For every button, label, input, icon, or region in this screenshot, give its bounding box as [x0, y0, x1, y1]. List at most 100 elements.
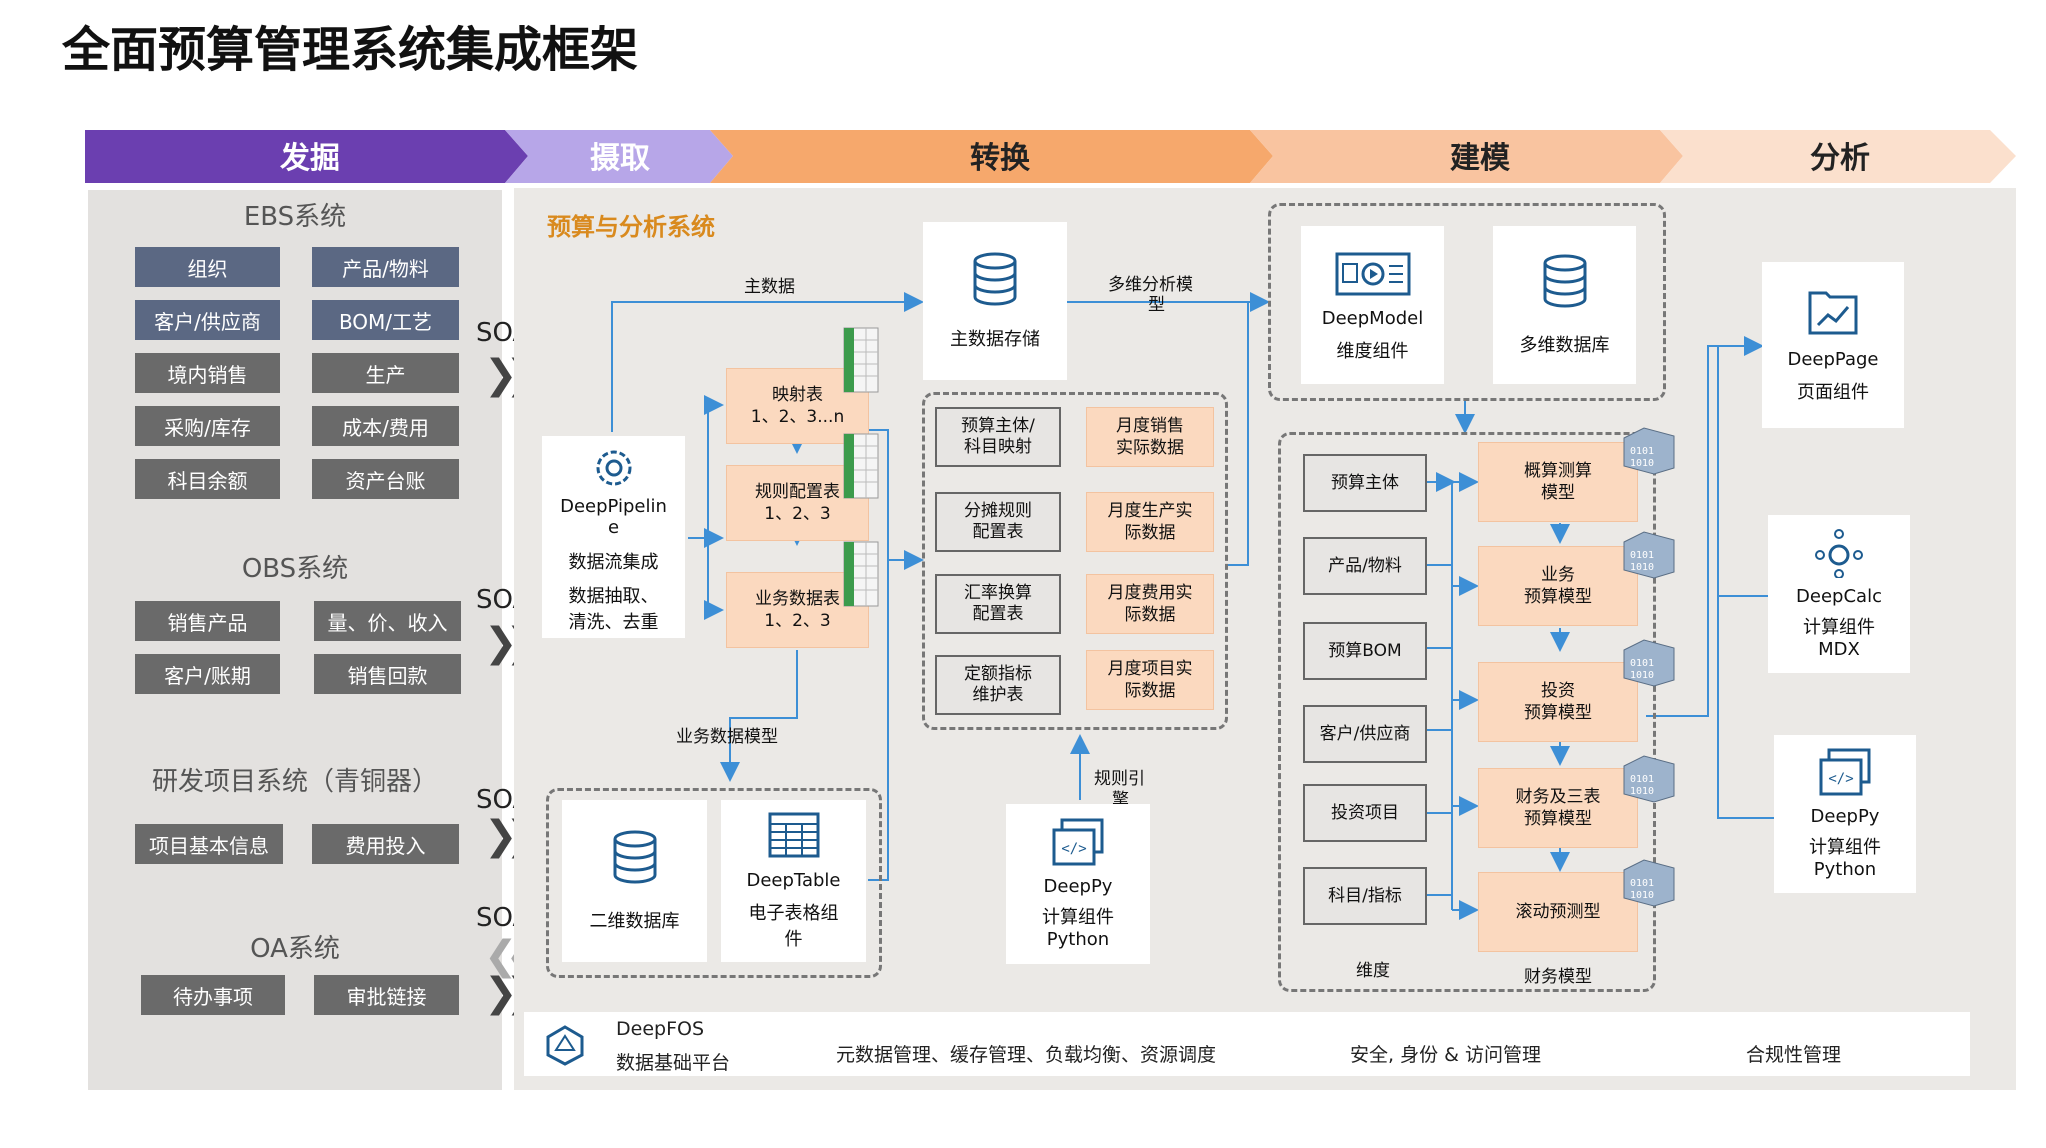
data-cube-icon: 0101 1010 — [1623, 427, 1675, 475]
pipeline-name-1: DeepPipelin — [560, 496, 667, 517]
twodim-db-label: 二维数据库 — [589, 911, 680, 932]
page-title: 全面预算管理系统集成框架 — [62, 22, 639, 78]
deeptable-desc-1: 电子表格组 — [748, 902, 839, 924]
config-budget-entity-mapping: 预算主体/ 科目映射 — [935, 407, 1061, 467]
dim-budget-bom: 预算BOM — [1303, 622, 1427, 680]
ebs-item-assets: 资产台账 — [312, 459, 459, 499]
svg-text:1010: 1010 — [1630, 786, 1654, 797]
footer-feature-1: 元数据管理、缓存管理、负载均衡、资源调度 — [836, 1044, 1217, 1066]
deeptable-name: DeepTable — [746, 869, 841, 891]
deeppipeline-card: DeepPipelin e 数据流集成 数据抽取、 清洗、去重 — [542, 436, 685, 638]
dim-investment-project: 投资项目 — [1303, 784, 1427, 842]
label-financial-model: 财务模型 — [1524, 967, 1592, 987]
footer-platform-name: DeepFOS — [616, 1018, 705, 1040]
label-multidim-2: 型 — [1148, 295, 1165, 315]
model-investment-budget: 投资 预算模型 — [1478, 662, 1638, 742]
code-window-icon: </> — [1819, 748, 1871, 796]
deepfos-logo-icon — [546, 1025, 584, 1066]
deeppy-mid-card: </> DeepPy 计算组件 Python — [1006, 804, 1150, 964]
svg-text:0101: 0101 — [1630, 774, 1654, 785]
config-allocation-rules: 分摊规则 配置表 — [935, 492, 1061, 552]
ebs-title: EBS系统 — [243, 202, 347, 232]
rd-item-expense: 费用投入 — [312, 824, 459, 864]
deeppy-right-name: DeepPy — [1810, 806, 1880, 827]
dimension-model-group — [1278, 432, 1656, 992]
actual-monthly-production: 月度生产实 际数据 — [1086, 492, 1214, 552]
deeptable-desc-2: 件 — [784, 928, 803, 950]
svg-text:0101: 0101 — [1630, 446, 1654, 457]
deepmodel-name: DeepModel — [1321, 307, 1424, 329]
budget-system-title: 预算与分析系统 — [547, 213, 715, 241]
master-data-store-card: 主数据存储 — [923, 222, 1067, 380]
ebs-item-production: 生产 — [312, 353, 459, 393]
label-business-model: 业务数据模型 — [676, 727, 778, 747]
business-data-index: 1、2、3 — [764, 611, 831, 631]
stage-label-analyze: 分析 — [1810, 141, 1870, 176]
network-node-icon — [1815, 529, 1863, 578]
actual-monthly-expense: 月度费用实 际数据 — [1086, 574, 1214, 634]
model-components-group — [1268, 203, 1666, 401]
config-quota-indicators: 定额指标 维护表 — [935, 655, 1061, 715]
dim-product: 产品/物料 — [1303, 537, 1427, 595]
svg-text:0101: 0101 — [1630, 658, 1654, 669]
pipeline-desc-2: 数据抽取、 — [568, 586, 659, 607]
svg-text:1010: 1010 — [1630, 562, 1654, 573]
mapping-table-index: 1、2、3...n — [750, 407, 845, 427]
model-financial-budget: 财务及三表 预算模型 — [1478, 768, 1638, 848]
deepmodel-desc: 维度组件 — [1336, 340, 1409, 362]
pipeline-desc-3: 清洗、去重 — [568, 612, 659, 633]
footer-feature-2: 安全, 身份 & 访问管理 — [1350, 1044, 1541, 1066]
obs-item-customer-term: 客户/账期 — [135, 654, 280, 694]
obs-item-receivable: 销售回款 — [314, 654, 461, 694]
label-dimension: 维度 — [1356, 961, 1390, 981]
label-master-data: 主数据 — [744, 277, 795, 297]
twodim-db-card: 二维数据库 — [562, 800, 707, 962]
deeppage-name: DeepPage — [1787, 348, 1879, 370]
deeppy-mid-name: DeepPy — [1043, 876, 1113, 897]
rule-config-index: 1、2、3 — [764, 504, 831, 524]
platform-footer: DeepFOS 数据基础平台 元数据管理、缓存管理、负载均衡、资源调度 安全, … — [524, 1012, 1970, 1076]
rd-title: 研发项目系统（青铜器） — [151, 767, 438, 797]
deeppy-right-card: </> DeepPy 计算组件 Python — [1774, 735, 1916, 893]
deeppy-right-desc-1: 计算组件 — [1809, 837, 1881, 858]
pipeline-name-2: e — [607, 517, 620, 538]
svg-text:</>: </> — [1061, 841, 1086, 857]
svg-text:0101: 0101 — [1630, 550, 1654, 561]
ebs-item-customer: 客户/供应商 — [135, 300, 280, 340]
stage-label-transform: 转换 — [970, 141, 1030, 176]
ebs-item-cost: 成本/费用 — [312, 406, 459, 446]
obs-title: OBS系统 — [241, 554, 349, 584]
database-icon — [973, 252, 1017, 306]
dim-customer: 客户/供应商 — [1303, 705, 1427, 763]
pipeline-gear-icon — [596, 450, 631, 486]
spreadsheet-icon — [843, 541, 879, 607]
deepcalc-name: DeepCalc — [1796, 586, 1882, 607]
spreadsheet-icon — [843, 433, 879, 499]
deeppy-mid-desc-2: Python — [1046, 929, 1110, 950]
pipeline-desc: 数据流集成 — [568, 552, 659, 573]
ebs-item-org: 组织 — [135, 247, 280, 287]
data-cube-icon: 0101 1010 — [1623, 755, 1675, 803]
obs-item-sales-product: 销售产品 — [135, 601, 280, 641]
storage-group — [546, 788, 882, 978]
data-cube-icon: 0101 1010 — [1623, 639, 1675, 687]
multidim-db-card: 多维数据库 — [1493, 226, 1636, 384]
svg-text:0101: 0101 — [1630, 878, 1654, 889]
ebs-item-domestic-sales: 境内销售 — [135, 353, 280, 393]
footer-platform-desc: 数据基础平台 — [616, 1052, 731, 1074]
code-window-icon: </> — [1052, 818, 1104, 866]
config-fx-conversion: 汇率换算 配置表 — [935, 574, 1061, 634]
business-data-table: 业务数据表 1、2、3 — [726, 572, 869, 648]
ebs-item-purchase: 采购/库存 — [135, 406, 280, 446]
multidim-db-label: 多维数据库 — [1519, 335, 1610, 356]
deeppy-right-desc-2: Python — [1813, 859, 1877, 880]
rule-config-title: 规则配置表 — [755, 482, 840, 502]
svg-text:</>: </> — [1828, 771, 1853, 787]
business-data-title: 业务数据表 — [755, 589, 840, 609]
master-data-store-label: 主数据存储 — [950, 329, 1040, 350]
model-rolling-forecast: 滚动预测型 — [1478, 872, 1638, 952]
label-multidim-1: 多维分析模 — [1108, 275, 1193, 295]
media-folder-icon — [1335, 252, 1410, 295]
model-business-budget: 业务 预算模型 — [1478, 546, 1638, 626]
stage-label-model: 建模 — [1450, 141, 1510, 176]
